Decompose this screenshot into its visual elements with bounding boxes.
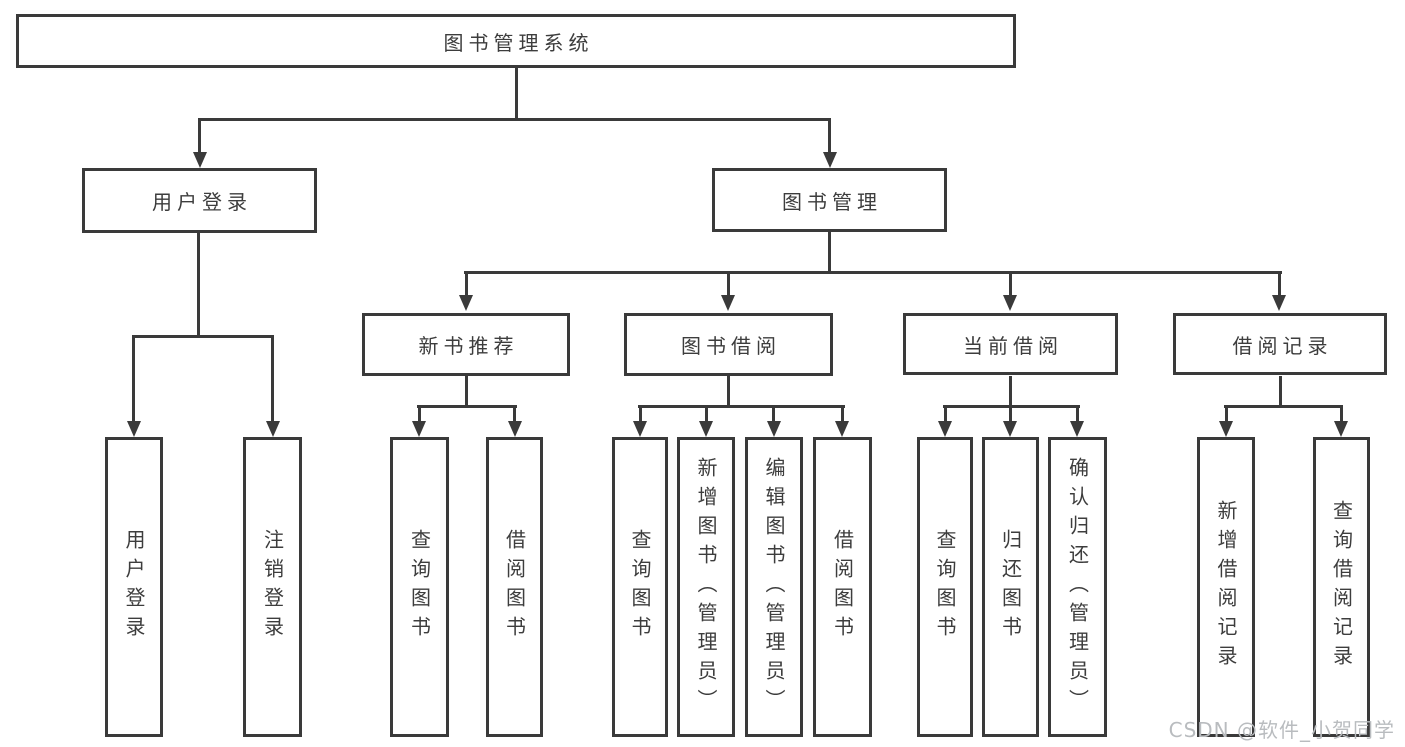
connector-line [132, 335, 274, 338]
node-library-system: 图书管理系统 [16, 14, 1016, 68]
connector-line [727, 273, 730, 296]
connector-line [464, 271, 1282, 274]
arrow-down-icon [1003, 421, 1017, 437]
node-current-borrow: 当前借阅 [903, 313, 1118, 375]
node-label: 查询图书 [933, 529, 957, 645]
node-label: 借阅图书 [830, 529, 855, 645]
arrow-down-icon [633, 421, 647, 437]
connector-line [515, 68, 518, 118]
arrow-down-icon [1272, 295, 1286, 311]
connector-line [1009, 376, 1012, 407]
node-new-book-recommend: 新书推荐 [362, 313, 570, 376]
connector-line [1278, 273, 1281, 296]
connector-line [1224, 405, 1343, 408]
connector-line [705, 407, 708, 422]
node-book-borrow: 图书借阅 [624, 313, 833, 376]
arrow-down-icon [767, 421, 781, 437]
connector-line [828, 232, 831, 273]
node-label: 图书借阅 [681, 334, 781, 358]
node-label: 查询图书 [407, 529, 432, 645]
connector-line [1009, 407, 1012, 422]
connector-line [465, 376, 468, 407]
connector-line [639, 407, 642, 422]
arrow-down-icon [266, 421, 280, 437]
node-label: 查询图书 [628, 529, 652, 645]
arrow-down-icon [1334, 421, 1348, 437]
arrow-down-icon [127, 421, 141, 437]
leaf-query-borrow-record: 查询借阅记录 [1313, 437, 1370, 737]
arrow-down-icon [508, 421, 522, 437]
node-borrow-records: 借阅记录 [1173, 313, 1387, 375]
leaf-borrow-books-recommend: 借阅图书 [486, 437, 543, 737]
arrow-down-icon [459, 295, 473, 311]
connector-line [418, 407, 421, 422]
node-label: 当前借阅 [963, 333, 1063, 358]
connector-line [132, 337, 135, 422]
node-label: 新增借阅记录 [1214, 500, 1238, 674]
leaf-query-books-current: 查询图书 [917, 437, 973, 737]
node-label: 用户登录 [122, 529, 146, 645]
node-label: 借阅记录 [1232, 333, 1333, 358]
arrow-down-icon [412, 421, 426, 437]
connector-line [1076, 407, 1079, 422]
leaf-confirm-return-admin: 确认归还（管理员） [1048, 437, 1107, 737]
arrow-down-icon [1070, 421, 1084, 437]
node-label: 用户登录 [152, 190, 252, 214]
connector-line [1009, 273, 1012, 296]
connector-line [197, 233, 200, 337]
connector-line [943, 405, 1080, 408]
node-label: 查询借阅记录 [1329, 500, 1354, 674]
leaf-logout: 注销登录 [243, 437, 302, 737]
leaf-add-books-admin: 新增图书（管理员） [677, 437, 735, 737]
node-label: 确认归还（管理员） [1065, 456, 1090, 718]
node-label: 新增图书（管理员） [694, 456, 718, 718]
leaf-borrow-books: 借阅图书 [813, 437, 872, 737]
arrow-down-icon [1219, 421, 1233, 437]
node-book-management: 图书管理 [712, 168, 947, 232]
arrow-down-icon [699, 421, 713, 437]
connector-line [772, 407, 775, 422]
arrow-down-icon [1003, 295, 1017, 311]
node-label: 编辑图书（管理员） [762, 456, 786, 718]
arrow-down-icon [835, 421, 849, 437]
leaf-query-books-borrow: 查询图书 [612, 437, 668, 737]
leaf-edit-books-admin: 编辑图书（管理员） [745, 437, 803, 737]
leaf-user-login: 用户登录 [105, 437, 163, 737]
node-label: 新书推荐 [418, 334, 519, 358]
node-label: 图书管理 [782, 189, 882, 214]
connector-line [1279, 376, 1282, 407]
connector-line [417, 405, 517, 408]
csdn-watermark: CSDN @软件_小贺同学 [1168, 718, 1395, 742]
arrow-down-icon [938, 421, 952, 437]
connector-line [1340, 407, 1343, 422]
node-user-login: 用户登录 [82, 168, 317, 233]
leaf-query-books-recommend: 查询图书 [390, 437, 449, 737]
connector-line [1225, 407, 1228, 422]
arrow-down-icon [193, 152, 207, 168]
connector-line [465, 273, 468, 296]
connector-line [198, 118, 831, 121]
leaf-return-books: 归还图书 [982, 437, 1039, 737]
connector-line [944, 407, 947, 422]
connector-line [727, 376, 730, 407]
connector-line [828, 120, 831, 154]
arrow-down-icon [721, 295, 735, 311]
connector-line [271, 337, 274, 422]
arrow-down-icon [823, 152, 837, 168]
connector-line [198, 120, 201, 154]
node-label: 归还图书 [998, 529, 1023, 645]
node-label: 图书管理系统 [443, 30, 594, 55]
connector-line [638, 405, 845, 408]
connector-line [513, 407, 516, 422]
node-label: 借阅图书 [502, 529, 527, 645]
connector-line [841, 407, 844, 422]
leaf-add-borrow-record: 新增借阅记录 [1197, 437, 1255, 737]
node-label: 注销登录 [260, 529, 285, 645]
